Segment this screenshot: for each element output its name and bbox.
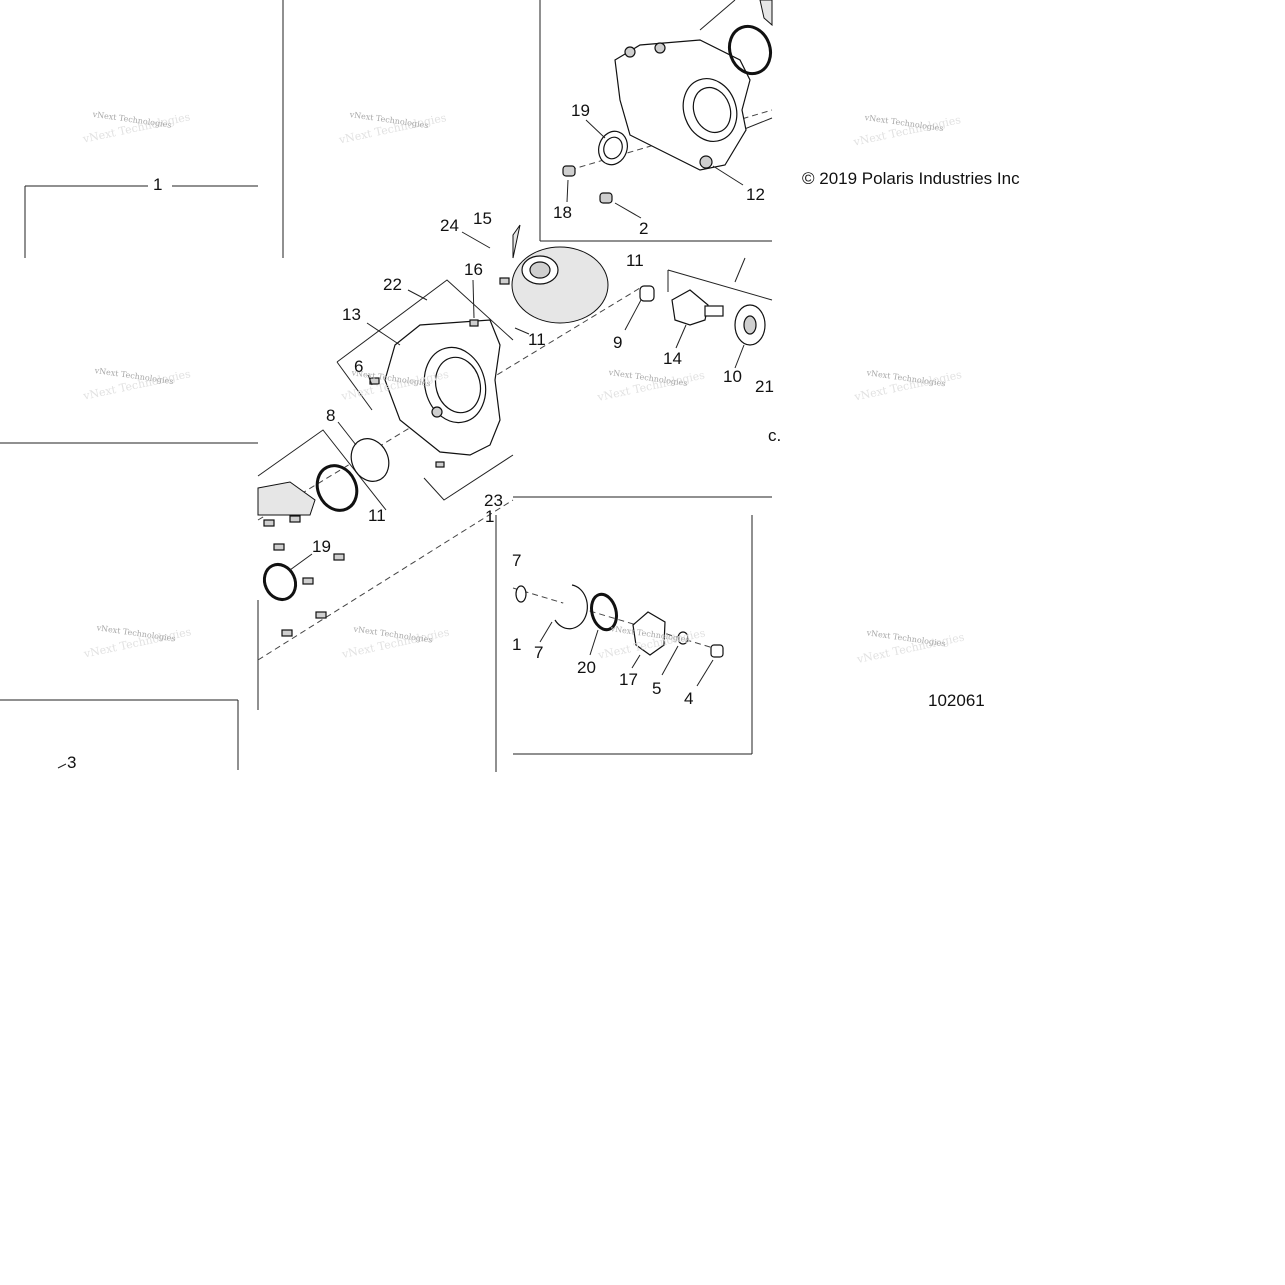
- callout-label: 15: [473, 209, 492, 228]
- callout-label: 19: [312, 537, 331, 556]
- pinion-assembly: [639, 285, 766, 346]
- callout-label: 11: [528, 330, 546, 349]
- callout-label: 14: [663, 349, 682, 368]
- top-seals: [562, 0, 773, 204]
- callout-label: 5: [652, 679, 661, 698]
- fragment-label: 11: [626, 251, 644, 270]
- callout-label: 24: [440, 216, 459, 235]
- cover-assembly: [515, 584, 724, 658]
- callout-label: 9: [613, 333, 622, 352]
- lower-left-parts: [257, 438, 390, 637]
- main-housing-part-12: [614, 39, 751, 171]
- copyright-text: © 2019 Polaris Industries Inc: [802, 169, 1020, 188]
- callout-label: 20: [577, 658, 596, 677]
- cover-housing-part-13: [369, 277, 510, 468]
- watermarks: vNext Technologies vNext Technologies vN…: [81, 110, 966, 667]
- callout-label: 10: [723, 367, 742, 386]
- callout-label: 16: [464, 260, 483, 279]
- fragment-label: 1: [512, 635, 521, 654]
- callout-label: 23: [484, 491, 503, 510]
- callout-label: 3: [67, 753, 76, 772]
- callout-label: 1: [153, 175, 162, 194]
- callout-labels: 1 19 18 2 12 24 15 16 22 13 11 6 9 14 10…: [67, 101, 774, 772]
- figure-id: 102061: [928, 691, 985, 710]
- centerlines: [257, 109, 773, 661]
- callout-label: 2: [639, 219, 648, 238]
- callout-label: 12: [746, 185, 765, 204]
- callout-label: 4: [684, 689, 693, 708]
- clipped-fragments: c. 11 1 7 1: [485, 251, 781, 654]
- ring-gear-part-15: [511, 224, 609, 324]
- callout-label: 17: [619, 670, 638, 689]
- callout-label: 13: [342, 305, 361, 324]
- tile-frames: [0, 0, 773, 772]
- callout-label: 8: [326, 406, 335, 425]
- callout-label: 7: [534, 643, 543, 662]
- callout-label: 22: [383, 275, 402, 294]
- callout-label: 11: [368, 506, 386, 525]
- callout-label: 21: [755, 377, 774, 396]
- fragment-label: c.: [768, 426, 781, 445]
- callout-label: 19: [571, 101, 590, 120]
- leader-lines: [57, 119, 745, 769]
- callout-label: 18: [553, 203, 572, 222]
- callout-label: 6: [354, 357, 363, 376]
- fragment-label: 1: [485, 507, 494, 526]
- fragment-label: 7: [512, 551, 521, 570]
